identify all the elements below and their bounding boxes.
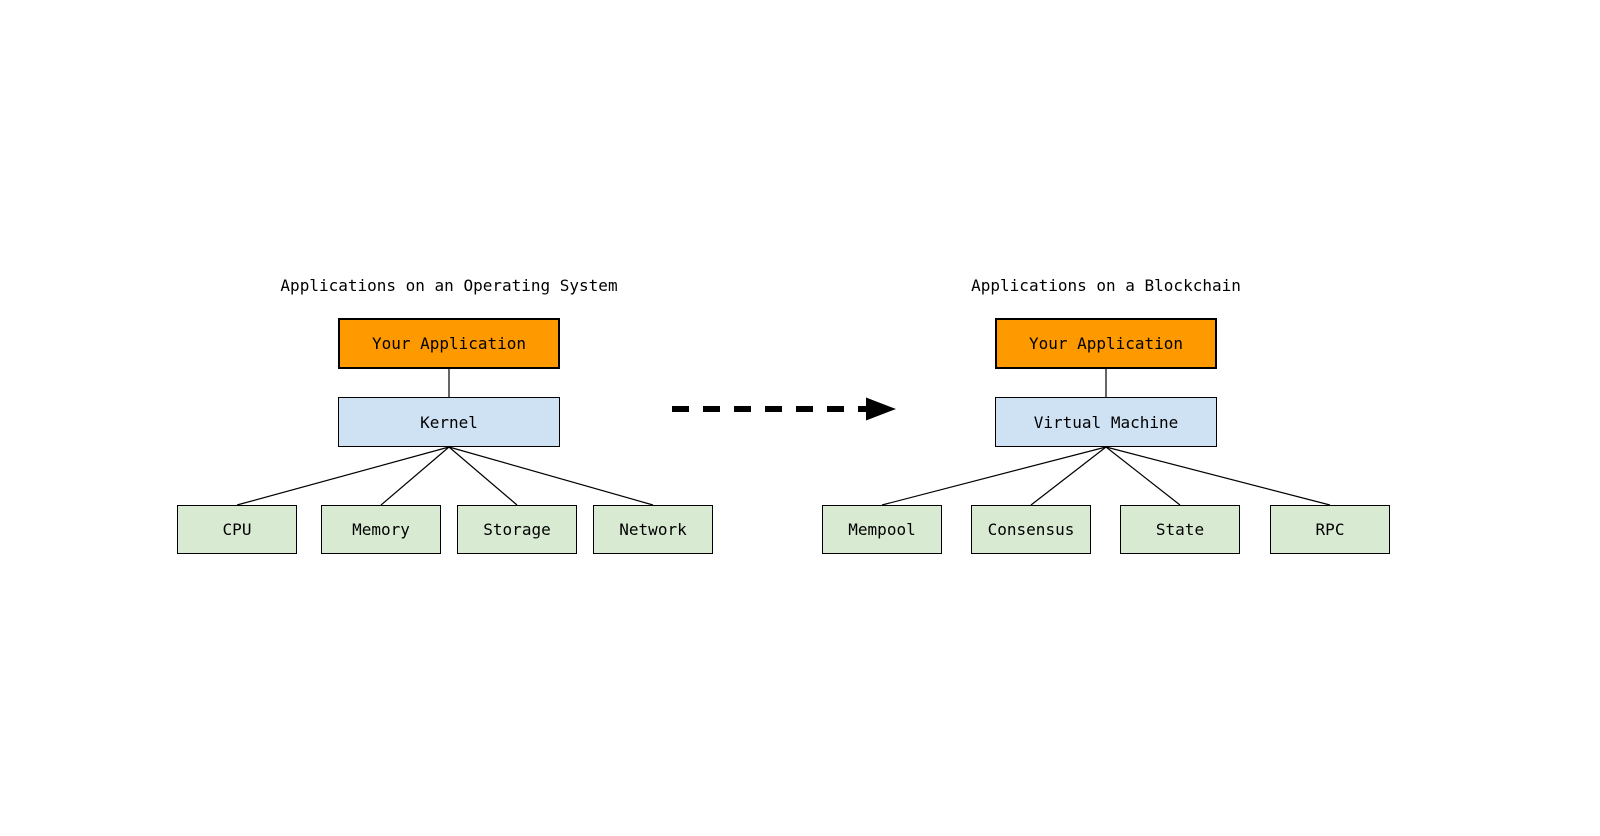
network-box: Network: [593, 505, 713, 554]
rpc-box: RPC: [1270, 505, 1390, 554]
right-your-application-box: Your Application: [995, 318, 1217, 369]
kernel-to-network-line: [448, 446, 654, 506]
vm-to-mempool-line: [881, 446, 1107, 506]
network-label: Network: [619, 520, 687, 539]
vm-to-rpc-line: [1105, 446, 1331, 506]
kernel-to-storage-line: [448, 446, 518, 506]
virtual-machine-label: Virtual Machine: [1033, 412, 1179, 432]
mempool-label: Mempool: [848, 520, 916, 539]
kernel-label: Kernel: [420, 412, 478, 432]
kernel-box: Kernel: [338, 397, 560, 447]
rpc-label: RPC: [1315, 520, 1345, 539]
cpu-label: CPU: [222, 520, 252, 539]
vm-to-state-line: [1105, 446, 1181, 506]
consensus-box: Consensus: [971, 505, 1091, 554]
consensus-label: Consensus: [987, 520, 1075, 539]
storage-box: Storage: [457, 505, 577, 554]
memory-label: Memory: [352, 520, 410, 539]
kernel-to-memory-line: [380, 446, 450, 506]
virtual-machine-box: Virtual Machine: [995, 397, 1217, 447]
cpu-box: CPU: [177, 505, 297, 554]
dashed-transition-arrow: [672, 397, 896, 421]
right-diagram-title: Applications on a Blockchain: [971, 276, 1241, 295]
left-your-application-box: Your Application: [338, 318, 560, 369]
kernel-to-cpu-line: [236, 446, 450, 506]
state-box: State: [1120, 505, 1240, 554]
left-your-application-label: Your Application: [371, 334, 527, 353]
right-your-application-label: Your Application: [1028, 334, 1184, 353]
vm-to-consensus-line: [1030, 446, 1107, 506]
mempool-box: Mempool: [822, 505, 942, 554]
storage-label: Storage: [483, 520, 551, 539]
state-label: State: [1155, 520, 1205, 539]
arrowhead-icon: [866, 397, 896, 421]
left-diagram-title: Applications on an Operating System: [280, 276, 618, 295]
memory-box: Memory: [321, 505, 441, 554]
